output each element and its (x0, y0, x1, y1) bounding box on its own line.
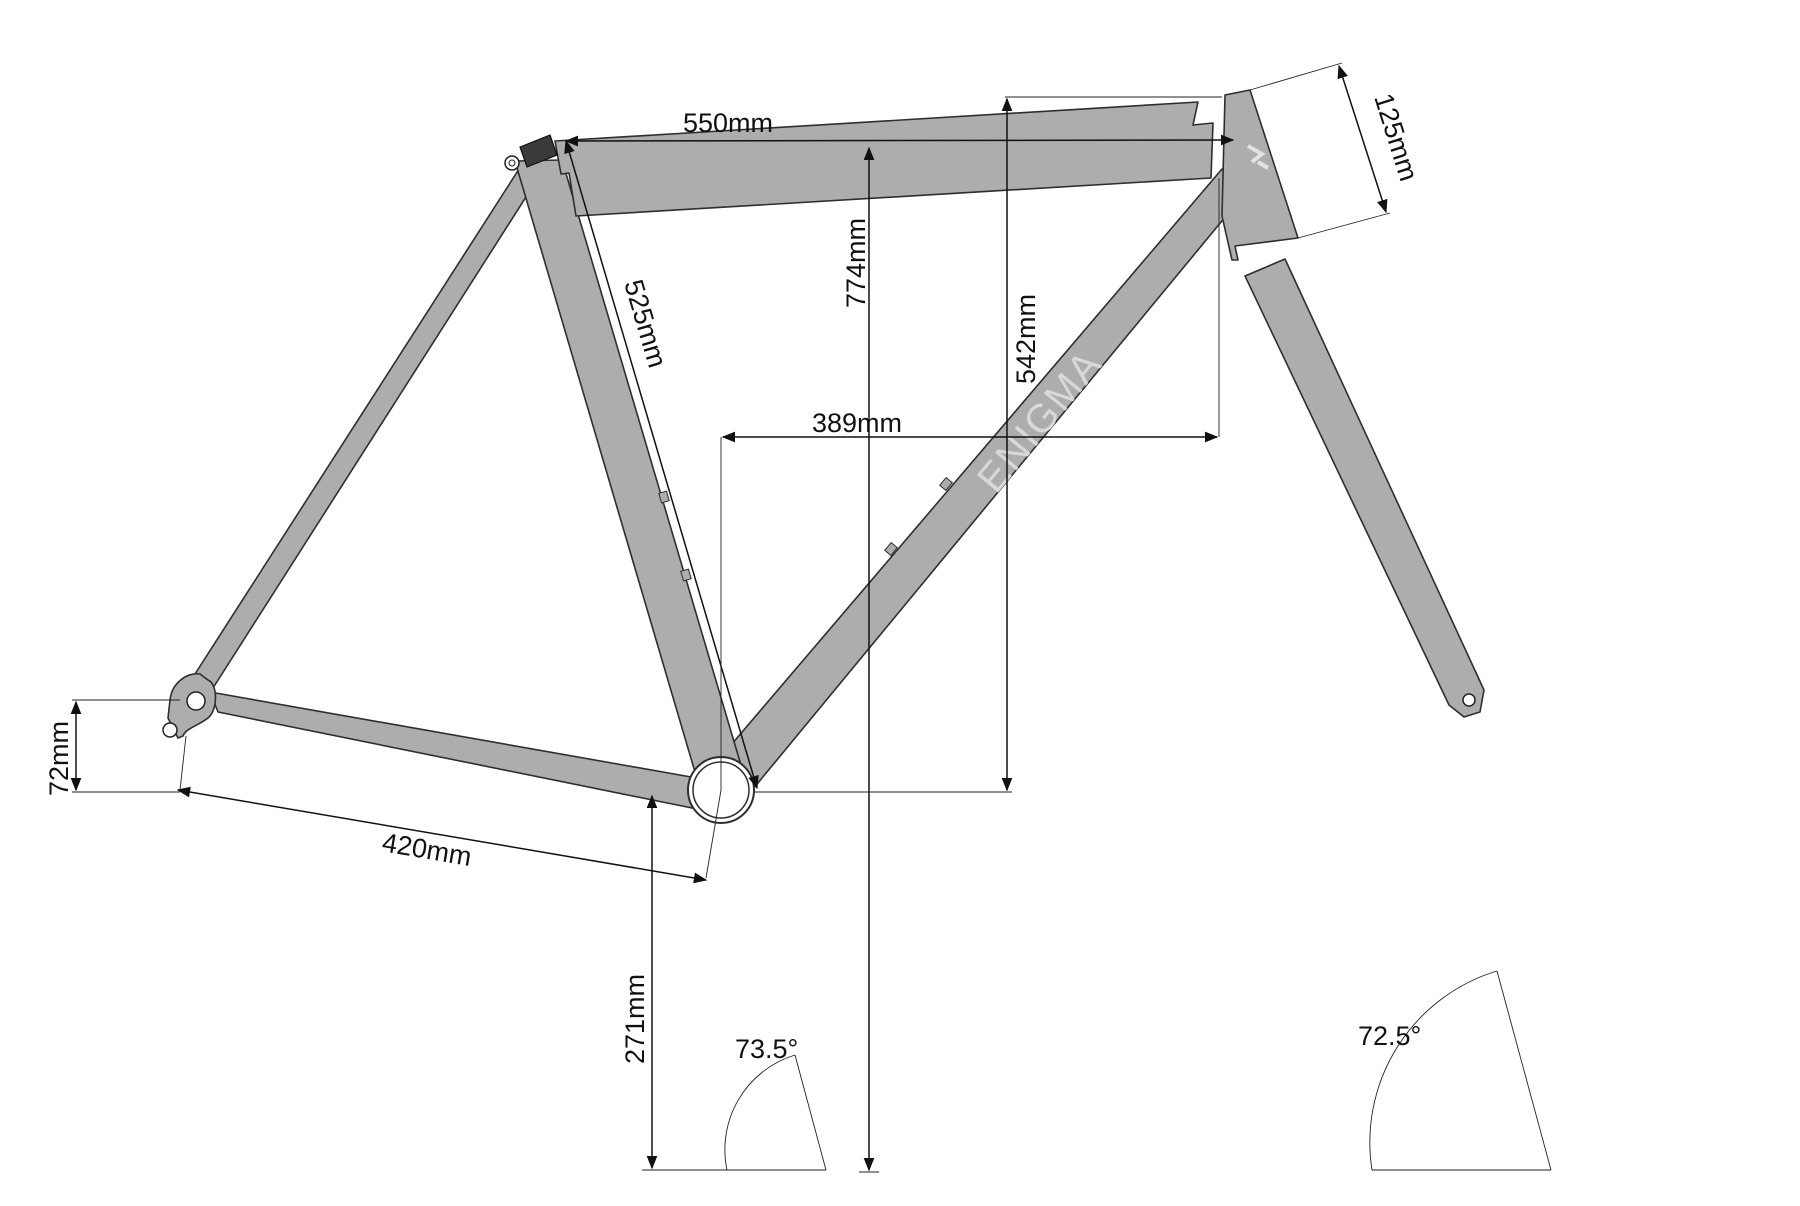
chainstay-label: 420mm (380, 827, 474, 872)
seat-tube-label: 525mm (618, 276, 672, 371)
dimension-lines (70, 62, 1391, 1173)
head-height-label: 542mm (1011, 294, 1041, 384)
top-tube (554, 101, 1214, 217)
head-angle-indicator (1369, 970, 1552, 1171)
fork-dropout-hole (1462, 693, 1476, 707)
seat-tube (514, 159, 744, 790)
head-angle-label: 72.5° (1358, 1021, 1421, 1051)
bb-height-label: 271mm (620, 974, 650, 1064)
seat-stay (194, 165, 534, 689)
head-tube (1221, 89, 1299, 261)
reach-label: 389mm (812, 408, 902, 438)
dimension-labels: 550mm 774mm 542mm 525mm 389mm 125mm 420m… (44, 90, 1424, 1064)
bike-frame: ENIGMA (162, 89, 1485, 824)
enigma-logo-icon (1247, 144, 1270, 170)
top-tube-label: 550mm (683, 108, 773, 138)
seat-angle-indicator (724, 1054, 827, 1171)
down-tube (707, 168, 1246, 796)
bb-drop-label: 72mm (44, 721, 74, 796)
seat-angle-label: 73.5° (735, 1034, 798, 1064)
fork (1244, 258, 1485, 718)
stack-label: 774mm (841, 218, 871, 308)
chain-stay (209, 691, 709, 811)
seat-clamp (519, 134, 558, 168)
head-tube-label: 125mm (1368, 90, 1424, 185)
